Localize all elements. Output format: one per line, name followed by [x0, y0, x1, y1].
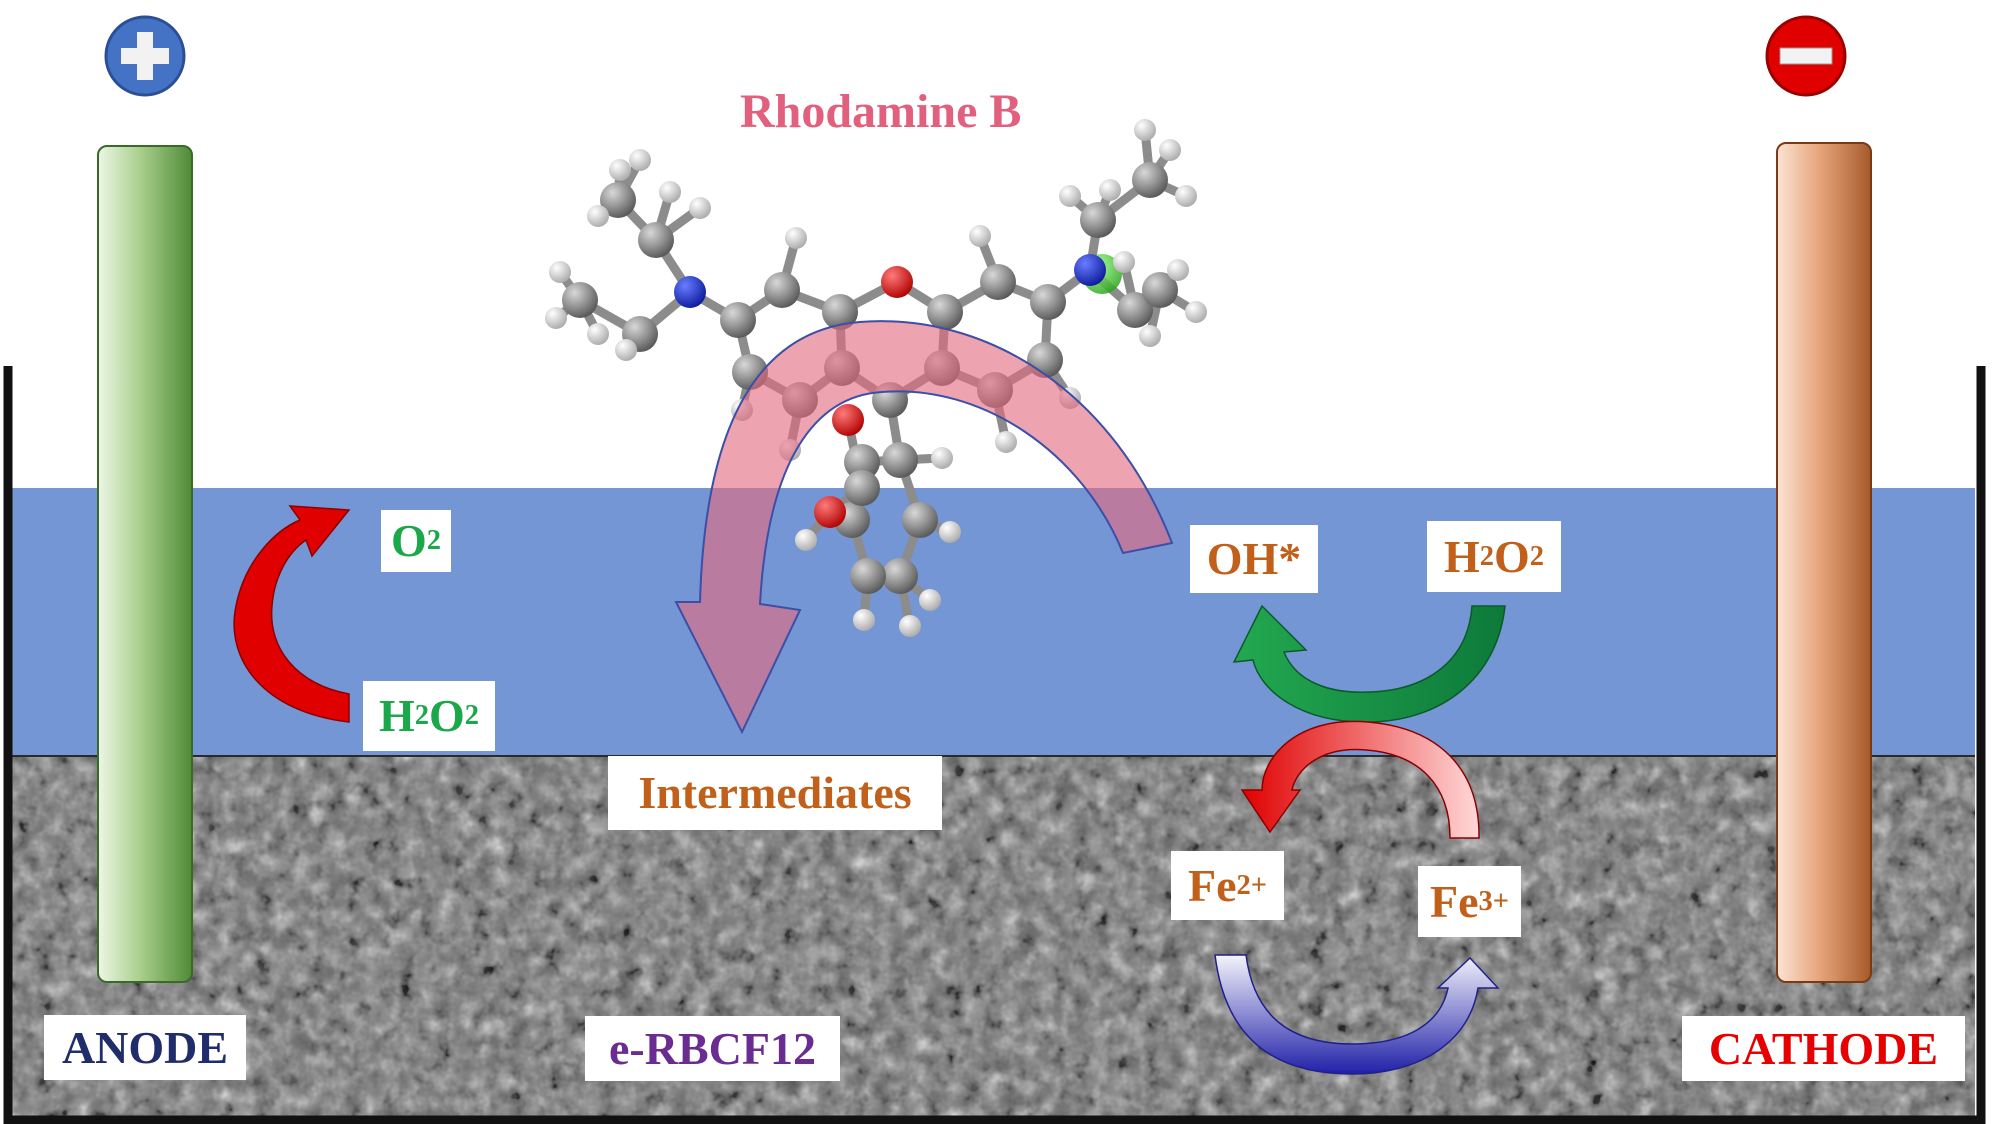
molecule-atom-c: [980, 264, 1016, 300]
molecule-atom-c: [844, 444, 880, 480]
anode-electrode: [97, 145, 193, 983]
fe2-base: Fe: [1187, 859, 1237, 911]
molecule-atom-h: [1139, 325, 1161, 347]
diagram-title: Rhodamine B: [740, 85, 1022, 138]
molecule-atom-c: [1117, 292, 1153, 328]
fenton-blue-arrow: [1214, 954, 1500, 1075]
fenton-green-arrow: [1232, 604, 1506, 723]
molecule-atom-c: [927, 294, 963, 330]
molecule-atom-h: [1099, 179, 1121, 201]
molecule-atom-c: [850, 558, 886, 594]
molecule-atom-c: [764, 272, 800, 308]
oh-radical-label: OH*: [1190, 525, 1318, 593]
molecule-atom-h: [1134, 119, 1156, 141]
molecule-atom-h: [615, 339, 637, 361]
molecule-atom-o: [814, 496, 846, 528]
molecule-atom-h: [939, 521, 961, 543]
molecule-atom-o: [832, 404, 864, 436]
molecule-atom-c: [1132, 162, 1168, 198]
cathode-electrode: [1776, 142, 1872, 983]
h2o2-anode-h: H: [378, 690, 415, 741]
molecule-atom-h: [931, 447, 953, 469]
molecule-atom-h: [785, 227, 807, 249]
molecule-atom-c: [822, 294, 858, 330]
molecule-atom-c: [882, 442, 918, 478]
h2o2-cathode-o: O: [1494, 530, 1530, 582]
o2-base: O: [390, 515, 427, 566]
molecule-atom-c: [902, 502, 938, 538]
molecule-atom-c: [600, 182, 636, 218]
molecule-atom-h: [545, 307, 567, 329]
plus-terminal-icon: [104, 15, 186, 97]
molecule-atom-n: [674, 276, 706, 308]
h2o2-anode-o: O: [429, 690, 465, 741]
molecule-atom-h: [1159, 139, 1181, 161]
molecule-atom-h: [659, 181, 681, 203]
molecule-atom-c: [1080, 202, 1116, 238]
molecule-atom-c: [638, 222, 674, 258]
molecule-atom-o: [881, 266, 913, 298]
molecule-atom-c: [1142, 272, 1178, 308]
intermediates-label: Intermediates: [608, 756, 942, 830]
minus-terminal-icon: [1765, 15, 1847, 97]
molecule-atom-h: [1059, 185, 1081, 207]
molecule-atom-h: [1175, 185, 1197, 207]
molecule-atom-c: [882, 558, 918, 594]
molecule-atom-h: [899, 615, 921, 637]
reactor-container: [3, 366, 1986, 1124]
fenton-red-arrow: [1240, 720, 1480, 839]
molecule-atom-h: [689, 197, 711, 219]
molecule-atom-h: [995, 431, 1017, 453]
h2o2-cathode-h: H: [1443, 530, 1480, 582]
molecule-atom-h: [549, 261, 571, 283]
molecule-atom-h: [919, 589, 941, 611]
cathode-label: CATHODE: [1682, 1016, 1965, 1081]
molecule-atom-n: [1074, 254, 1106, 286]
molecule-atom-h: [1113, 251, 1135, 273]
degradation-arrow: [674, 320, 1174, 735]
molecule-atom-h: [1167, 259, 1189, 281]
molecule-atom-h: [629, 149, 651, 171]
molecule-atom-c: [1030, 284, 1066, 320]
molecule-atom-h: [587, 323, 609, 345]
fe3-base: Fe: [1429, 875, 1479, 927]
molecule-atom-c: [562, 282, 598, 318]
porous-material-layer: [12, 756, 1975, 1116]
material-label: e-RBCF12: [585, 1016, 840, 1081]
molecule-atom-h: [853, 609, 875, 631]
anode-oxidation-arrow: [233, 505, 351, 723]
molecule-atom-h: [609, 159, 631, 181]
molecule-atom-h: [1185, 301, 1207, 323]
molecule-atom-c: [844, 470, 880, 506]
molecule-atom-h: [969, 225, 991, 247]
molecule-atom-c: [720, 302, 756, 338]
anode-label: ANODE: [44, 1015, 246, 1080]
molecule-atom-h: [587, 205, 609, 227]
molecule-atom-h: [795, 529, 817, 551]
